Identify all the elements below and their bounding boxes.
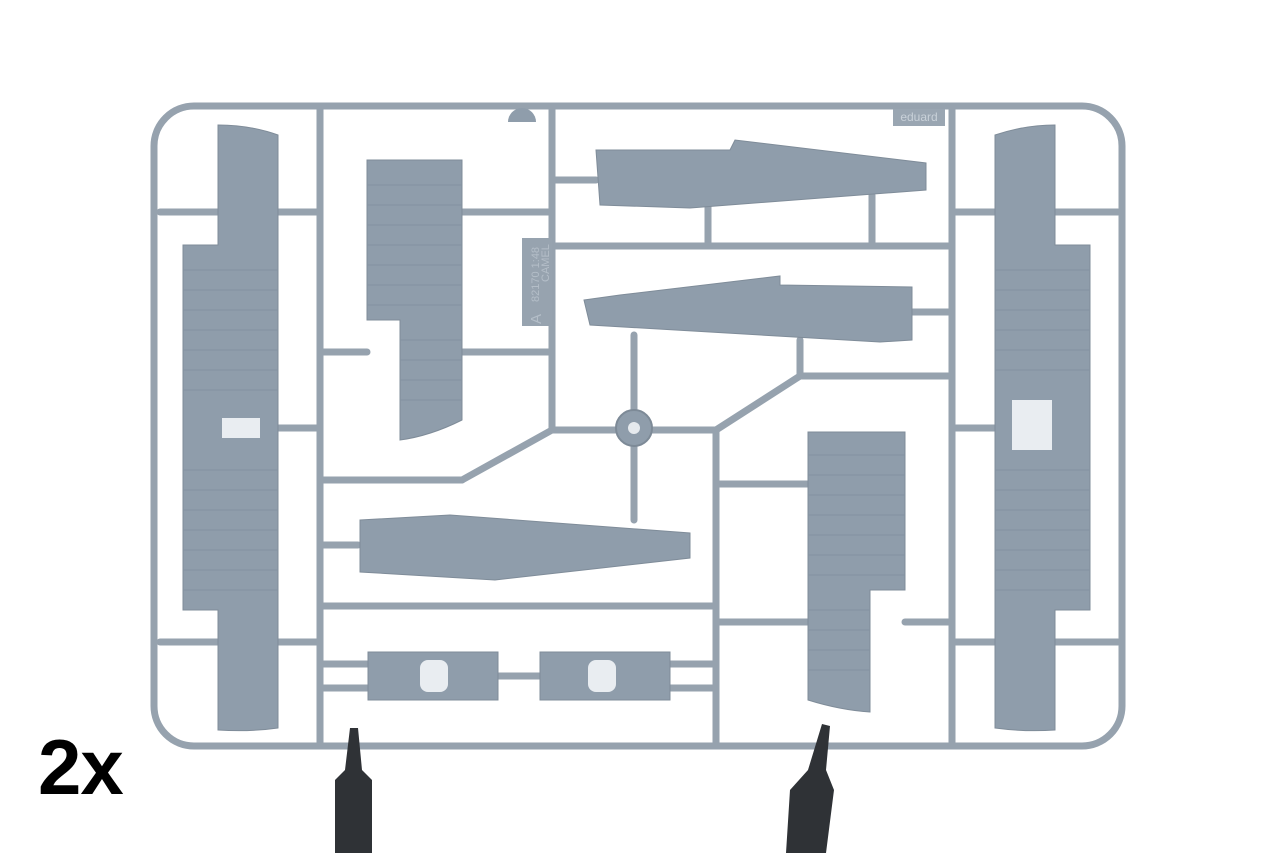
- wing-ribs: [183, 184, 1090, 671]
- lower-wing-part: [366, 159, 463, 441]
- fuselage-half-top: [595, 139, 927, 209]
- fuselage-half-middle: [583, 275, 913, 343]
- fuselage-half-bottom: [359, 514, 691, 581]
- sprue-runners: [150, 102, 1126, 750]
- lower-wing-part-2: [807, 431, 906, 713]
- sprue-id-plate: A 82170 1:48 CAMEL: [522, 238, 552, 326]
- quantity-caption: 2x: [38, 723, 124, 811]
- brand-label: eduard: [893, 109, 945, 126]
- photo-stands: [335, 724, 834, 853]
- sprue-frame: [150, 102, 1126, 750]
- kit-name: CAMEL: [540, 244, 552, 282]
- sprue-tab: [508, 108, 536, 122]
- part-letter: A: [528, 313, 545, 324]
